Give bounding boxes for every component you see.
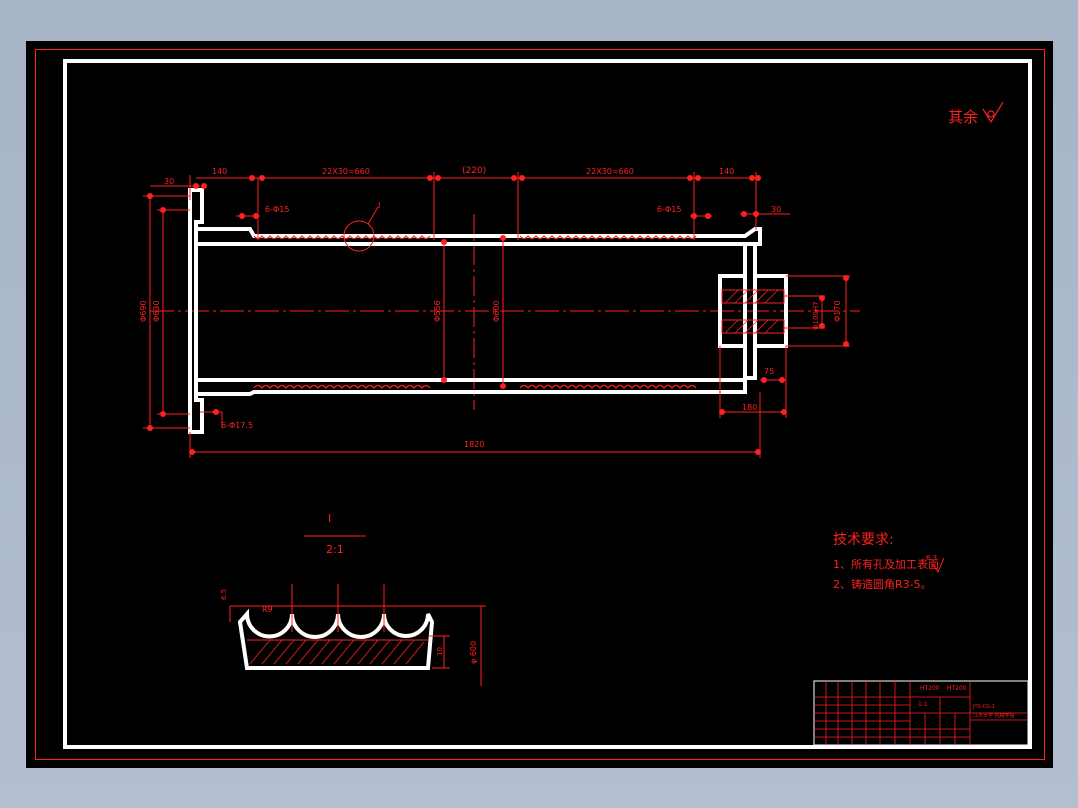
detail-dim-height: 10 — [436, 647, 444, 656]
title-block-part: HT200 — [947, 685, 967, 692]
dim-phi-shell-b: Φ600 — [492, 300, 501, 322]
corrugation-top-left — [253, 235, 431, 240]
detail-hatch — [249, 639, 425, 665]
title-block-school: 江苏大学 机械学院 — [973, 712, 1015, 719]
shell-bottom-wall — [196, 378, 747, 396]
tech-title: 技术要求: — [833, 532, 894, 548]
dim-30-right: 30 — [771, 205, 781, 214]
hub-section-lower — [721, 319, 785, 334]
detail-callout-label: I — [378, 201, 380, 210]
dimension-arrowheads — [147, 175, 849, 455]
dim-center: (220) — [462, 166, 486, 176]
roughness-symbol-icon — [982, 101, 1004, 124]
dim-pitch-left: 22X30=660 — [322, 167, 370, 176]
dim-180: 180 — [742, 403, 757, 412]
detail-label: I — [328, 512, 331, 525]
shell-top-wall — [196, 227, 762, 246]
hub-hatch — [724, 289, 779, 334]
detail-scale: 2:1 — [326, 543, 344, 556]
title-block-drawing-no: JYS-CG-1 — [972, 704, 995, 710]
dim-flange-holes: 6-Φ17.5 — [221, 421, 253, 430]
title-block-scale: 1:1 — [918, 701, 928, 708]
tech-line-1-mark: 6.3 — [926, 554, 937, 562]
dim-pitch-right: 22X30=660 — [586, 167, 634, 176]
corrugation-bottom-right — [519, 384, 697, 389]
detail-dim-top: 6.5 — [220, 589, 228, 600]
dim-140-left: 140 — [212, 167, 227, 176]
inner-frame — [63, 59, 1032, 749]
dim-phi-inner: Φ630 — [152, 300, 161, 322]
tech-roughness-icon — [931, 557, 945, 573]
dim-overall-length: 1820 — [464, 440, 484, 449]
tech-line-2: 2、铸造圆角R3-5。 — [833, 577, 932, 591]
dim-hub-bore: Φ100H7 — [812, 301, 820, 330]
detail-view: I 2:1 6.5 R9 10 φ 600 — [220, 512, 486, 686]
detail-dim-radius: R9 — [262, 605, 273, 614]
left-flange — [188, 188, 204, 434]
dim-phi-outer: Φ690 — [139, 300, 148, 322]
detail-circle-i — [343, 220, 375, 252]
dim-holes-right: 6-Φ15 — [657, 205, 681, 214]
dim-140-right: 140 — [719, 167, 734, 176]
detail-dim-phi: φ 600 — [469, 641, 478, 664]
title-block: HT200 HT200 1:1 JYS-CG-1 江苏大学 机械学院 — [813, 680, 1029, 746]
corrugation-bottom-left — [253, 384, 431, 389]
main-view: 30 140 22X30=660 (220) 22X30=660 140 30 … — [139, 166, 860, 458]
roughness-note: 其余 — [948, 108, 978, 126]
title-block-material: HT200 — [920, 685, 940, 692]
outer-frame — [35, 49, 1045, 760]
hub — [718, 242, 788, 380]
technical-requirements: 技术要求: 1、所有孔及加工表面 6.3 2、铸造圆角R3-5。 — [833, 532, 945, 591]
dim-30-left: 30 — [164, 177, 174, 186]
tech-line-1: 1、所有孔及加工表面 — [833, 557, 939, 571]
dim-holes-left: 6-Φ15 — [265, 205, 289, 214]
dim-hub-od: Φ170 — [833, 300, 842, 322]
corrugation-top-right — [519, 235, 697, 240]
dim-phi-shell-a: Φ556 — [433, 300, 442, 322]
dim-75: 75 — [764, 367, 774, 376]
drawing-sheet[interactable] — [26, 41, 1053, 768]
